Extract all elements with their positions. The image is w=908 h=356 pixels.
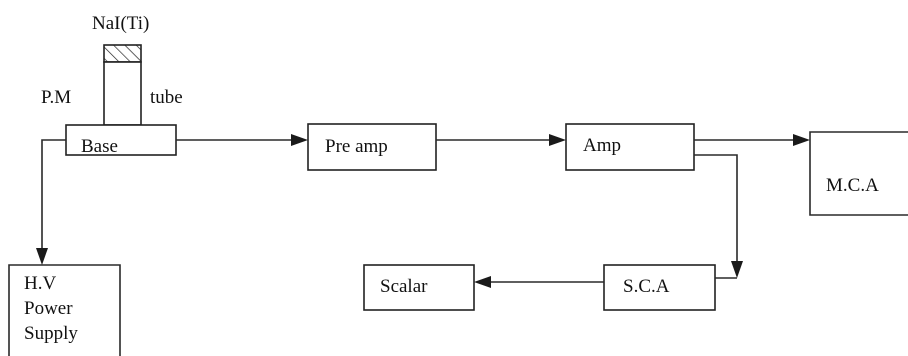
hv-label-line1: H.V: [24, 273, 56, 294]
connector-base-to-hv: [41, 139, 66, 250]
pm-tube-label-right: tube: [150, 87, 183, 108]
nai-crystal: [103, 44, 142, 63]
hv-label-line3: Supply: [24, 323, 78, 344]
pm-tube-label-left: P.M: [41, 87, 71, 108]
arrowhead-sca: [731, 261, 743, 278]
base-label: Base: [81, 136, 118, 157]
mca-label: M.C.A: [826, 175, 879, 196]
pm-tube: [103, 61, 142, 126]
connector-amp-to-sca: [694, 154, 738, 262]
hv-power-supply-block: [8, 264, 121, 356]
amp-block: [565, 123, 695, 171]
preamp-label: Pre amp: [325, 136, 388, 157]
arrowhead-scalar: [474, 276, 491, 288]
amp-label: Amp: [583, 135, 621, 156]
hv-label-line2: Power: [24, 298, 73, 319]
scalar-block: [363, 264, 475, 311]
arrowhead-hv: [36, 248, 48, 265]
mca-block: [809, 131, 908, 216]
arrowhead-mca: [793, 134, 810, 146]
sca-label: S.C.A: [623, 276, 670, 297]
scalar-label: Scalar: [380, 276, 428, 297]
crystal-label: NaI(Ti): [92, 13, 149, 34]
preamp-block: [307, 123, 437, 171]
arrowhead-amp: [549, 134, 566, 146]
sca-block: [603, 264, 716, 311]
arrowhead-preamp: [291, 134, 308, 146]
